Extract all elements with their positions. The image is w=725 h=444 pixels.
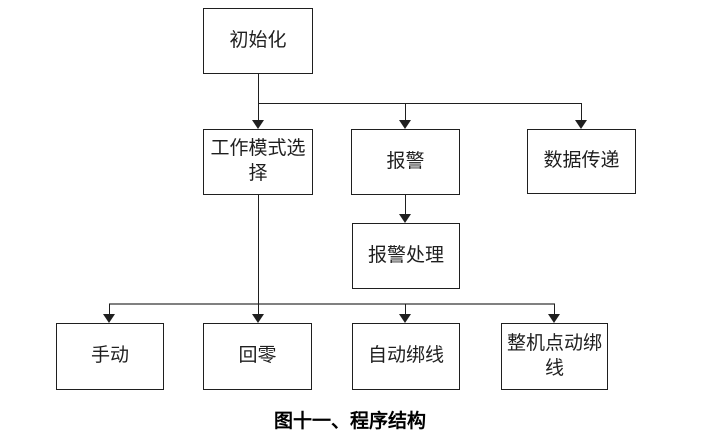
edge-init-data-transfer-line (581, 103, 582, 120)
edge-init-alarm-line (405, 103, 406, 120)
node-data-transfer: 数据传递 (527, 129, 636, 194)
edge-mode-select-manual-arrowhead (103, 314, 115, 323)
edge-init-alarm-arrowhead (399, 120, 411, 129)
edge-init-data-transfer-arrowhead (575, 120, 587, 129)
edge-alarm-alarm-handling-line (405, 195, 406, 214)
edge-mode-select-return-zero-arrowhead (252, 314, 264, 323)
edge-mode-select-manual-line (109, 304, 110, 314)
edge-mode-select-auto-binding-line (405, 304, 406, 314)
figure-caption: 图十一、程序结构 (273, 411, 426, 432)
edge-mode-select-jog-binding-arrowhead (548, 314, 560, 323)
edge-mode-select-auto-binding-arrowhead (399, 314, 411, 323)
node-manual-label: 手动 (90, 345, 129, 367)
edge-mode-select-jog-binding-line (554, 304, 555, 314)
node-alarm-handling-label: 报警处理 (367, 244, 444, 266)
edge-init-trunk-line (258, 74, 259, 103)
node-auto-binding: 自动绑线 (352, 323, 460, 390)
node-return-zero-label: 回零 (238, 345, 277, 367)
node-mode-select: 工作模式选择 (203, 129, 313, 195)
node-whole-machine-jog-binding-label: 整机点动绑线 (506, 332, 602, 379)
node-alarm: 报警 (351, 129, 460, 195)
edge-init-mode-select-arrowhead (252, 120, 264, 129)
node-init-label: 初始化 (229, 29, 287, 51)
node-whole-machine-jog-binding: 整机点动绑线 (501, 323, 608, 390)
node-alarm-label: 报警 (386, 150, 425, 172)
node-init: 初始化 (203, 8, 313, 74)
edge-init-mode-select-line (258, 103, 259, 120)
node-data-transfer-label: 数据传递 (543, 150, 620, 172)
node-alarm-handling: 报警处理 (352, 223, 460, 289)
node-auto-binding-label: 自动绑线 (367, 345, 444, 367)
edge-mode-select-branch-bus-line (109, 303, 555, 305)
edge-alarm-alarm-handling-arrowhead (399, 214, 411, 223)
node-return-zero: 回零 (203, 323, 312, 390)
edge-mode-select-return-zero-line (258, 195, 259, 314)
edge-init-branch-bus-line (258, 103, 582, 104)
node-manual: 手动 (56, 323, 164, 390)
node-mode-select-label: 工作模式选择 (210, 138, 306, 184)
